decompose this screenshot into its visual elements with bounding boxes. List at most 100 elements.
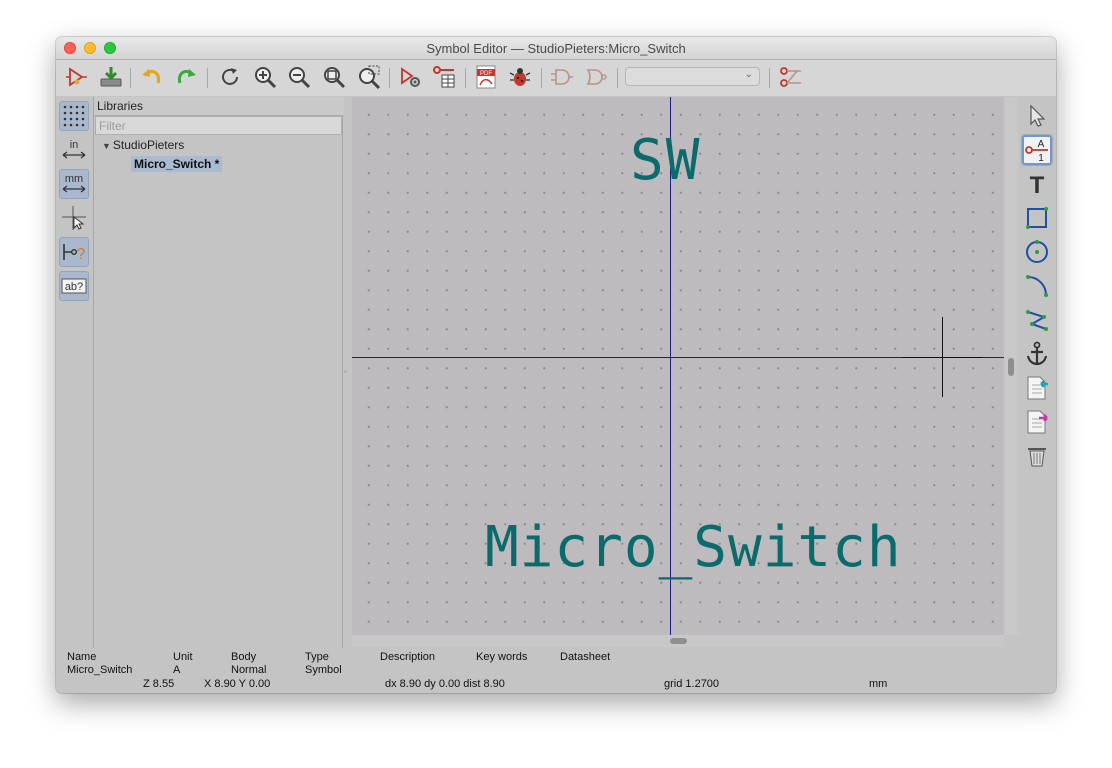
- right-toolbar: A 1 T: [1019, 97, 1056, 648]
- delete-button[interactable]: [1021, 440, 1053, 472]
- add-rectangle-icon: [1026, 207, 1048, 229]
- msg-header: Key words: [476, 651, 528, 663]
- message-panel: Name Micro_Switch Unit A Body Normal Typ…: [56, 648, 1056, 676]
- svg-text:in: in: [70, 139, 79, 151]
- show-hidden-text-button[interactable]: ab?: [59, 271, 89, 301]
- select-arrow-icon: [1030, 104, 1046, 127]
- msg-value: Normal: [231, 664, 267, 676]
- tree-library-item[interactable]: ▼StudioPieters: [102, 138, 184, 152]
- chevron-down-icon: ⌄: [744, 69, 753, 80]
- symbol-editor-window: Symbol Editor — StudioPieters:Micro_Swit…: [56, 37, 1056, 693]
- grid-icon: [63, 105, 85, 127]
- unit-select-dropdown[interactable]: ⌄: [625, 67, 760, 86]
- svg-text:?: ?: [77, 246, 86, 263]
- export-symbol-icon: [1027, 410, 1048, 434]
- add-circle-button[interactable]: [1021, 236, 1053, 268]
- libraries-panel: Libraries Filter ▼StudioPieters Micro_Sw…: [93, 97, 344, 648]
- svg-text:1: 1: [1038, 153, 1044, 163]
- add-circle-icon: [1026, 240, 1048, 263]
- add-rectangle-button[interactable]: [1021, 202, 1053, 234]
- cursor-crosshair-horizontal: [902, 357, 982, 358]
- select-tool-button[interactable]: [1021, 100, 1053, 132]
- redo-icon[interactable]: [173, 64, 199, 90]
- zoom-in-icon[interactable]: [252, 64, 278, 90]
- status-units: mm: [869, 678, 888, 690]
- reference-designator-text[interactable]: SW: [630, 128, 702, 193]
- undo-icon[interactable]: [139, 64, 165, 90]
- zoom-fit-icon[interactable]: [321, 64, 347, 90]
- add-arc-button[interactable]: [1021, 270, 1053, 302]
- expand-triangle-icon[interactable]: ▼: [102, 141, 111, 151]
- mm-units-button[interactable]: mm: [59, 169, 89, 199]
- status-delta: dx 8.90 dy 0.00 dist 8.90: [385, 678, 505, 690]
- export-pdf-icon[interactable]: PDF: [473, 64, 499, 90]
- drawing-canvas[interactable]: SW Micro_Switch: [352, 97, 1004, 635]
- add-pin-button[interactable]: A 1: [1021, 134, 1053, 166]
- msg-value: Symbol: [305, 664, 342, 676]
- symbol-properties-icon[interactable]: [397, 64, 423, 90]
- add-polyline-icon: [1026, 310, 1048, 331]
- refresh-icon[interactable]: [217, 64, 243, 90]
- horizontal-scrollbar[interactable]: [352, 635, 1004, 647]
- pin-type-button[interactable]: ?: [59, 237, 89, 267]
- vertical-scrollbar[interactable]: [1004, 97, 1018, 635]
- inch-units-icon: in: [62, 139, 86, 159]
- panel-splitter-handle[interactable]: ◦: [344, 367, 347, 376]
- status-coordinates: X 8.90 Y 0.00: [204, 678, 271, 690]
- status-bar: Z 8.55 X 8.90 Y 0.00 dx 8.90 dy 0.00 dis…: [56, 676, 1056, 693]
- export-symbol-button[interactable]: [1021, 406, 1053, 438]
- top-toolbar: PDF ⌄: [56, 60, 1056, 96]
- full-crosshair-icon: [62, 206, 86, 230]
- vertical-scroll-thumb[interactable]: [1008, 358, 1014, 376]
- zoom-out-icon[interactable]: [286, 64, 312, 90]
- inch-units-button[interactable]: in: [59, 135, 89, 165]
- minimize-window-button[interactable]: [84, 42, 96, 54]
- svg-text:T: T: [1030, 172, 1045, 197]
- svg-text:ab?: ab?: [65, 281, 83, 293]
- pin-type-icon: ?: [63, 244, 86, 263]
- show-hidden-text-icon: ab?: [61, 278, 87, 294]
- library-filter-input[interactable]: Filter: [95, 116, 342, 135]
- import-symbol-button[interactable]: [1021, 372, 1053, 404]
- add-arc-icon: [1026, 275, 1048, 297]
- pin-table-icon[interactable]: [431, 64, 457, 90]
- svg-text:A: A: [1038, 139, 1045, 150]
- mm-units-icon: mm: [62, 173, 86, 193]
- zoom-window-button[interactable]: [104, 42, 116, 54]
- msg-value: A: [173, 664, 181, 676]
- new-symbol-icon[interactable]: [64, 64, 90, 90]
- delete-icon: [1028, 448, 1046, 467]
- add-text-icon: T: [1030, 172, 1045, 197]
- show-datasheet-icon[interactable]: [778, 64, 804, 90]
- erc-bug-icon[interactable]: [507, 64, 533, 90]
- msg-header: Body: [231, 651, 257, 663]
- symbol-value-text[interactable]: Micro_Switch: [485, 515, 902, 580]
- anchor-button[interactable]: [1021, 338, 1053, 370]
- grid-toggle-button[interactable]: [59, 101, 89, 131]
- title-bar: Symbol Editor — StudioPieters:Micro_Swit…: [56, 37, 1056, 60]
- add-text-button[interactable]: T: [1021, 168, 1053, 200]
- msg-header: Name: [67, 651, 97, 663]
- libraries-header: Libraries: [94, 97, 344, 116]
- save-library-icon[interactable]: [98, 64, 124, 90]
- msg-header: Description: [380, 651, 436, 663]
- msg-header: Datasheet: [560, 651, 611, 663]
- x-axis-line: [352, 357, 1004, 358]
- add-pin-icon: A 1: [1025, 139, 1048, 163]
- msg-header: Type: [305, 651, 329, 663]
- deMorgan-normal-icon[interactable]: [549, 64, 575, 90]
- tree-symbol-item[interactable]: Micro_Switch *: [131, 156, 223, 172]
- anchor-icon: [1026, 341, 1048, 366]
- y-axis-line: [670, 97, 671, 635]
- svg-text:PDF: PDF: [480, 71, 492, 77]
- status-zoom: Z 8.55: [143, 678, 175, 690]
- zoom-selection-icon[interactable]: [356, 64, 382, 90]
- deMorgan-alternate-icon[interactable]: [583, 64, 609, 90]
- msg-header: Unit: [173, 651, 193, 663]
- close-window-button[interactable]: [64, 42, 76, 54]
- status-grid: grid 1.2700: [664, 678, 720, 690]
- horizontal-scroll-thumb[interactable]: [670, 638, 687, 644]
- add-polyline-button[interactable]: [1021, 304, 1053, 336]
- msg-value: Micro_Switch: [67, 664, 133, 676]
- full-crosshair-button[interactable]: [59, 203, 89, 233]
